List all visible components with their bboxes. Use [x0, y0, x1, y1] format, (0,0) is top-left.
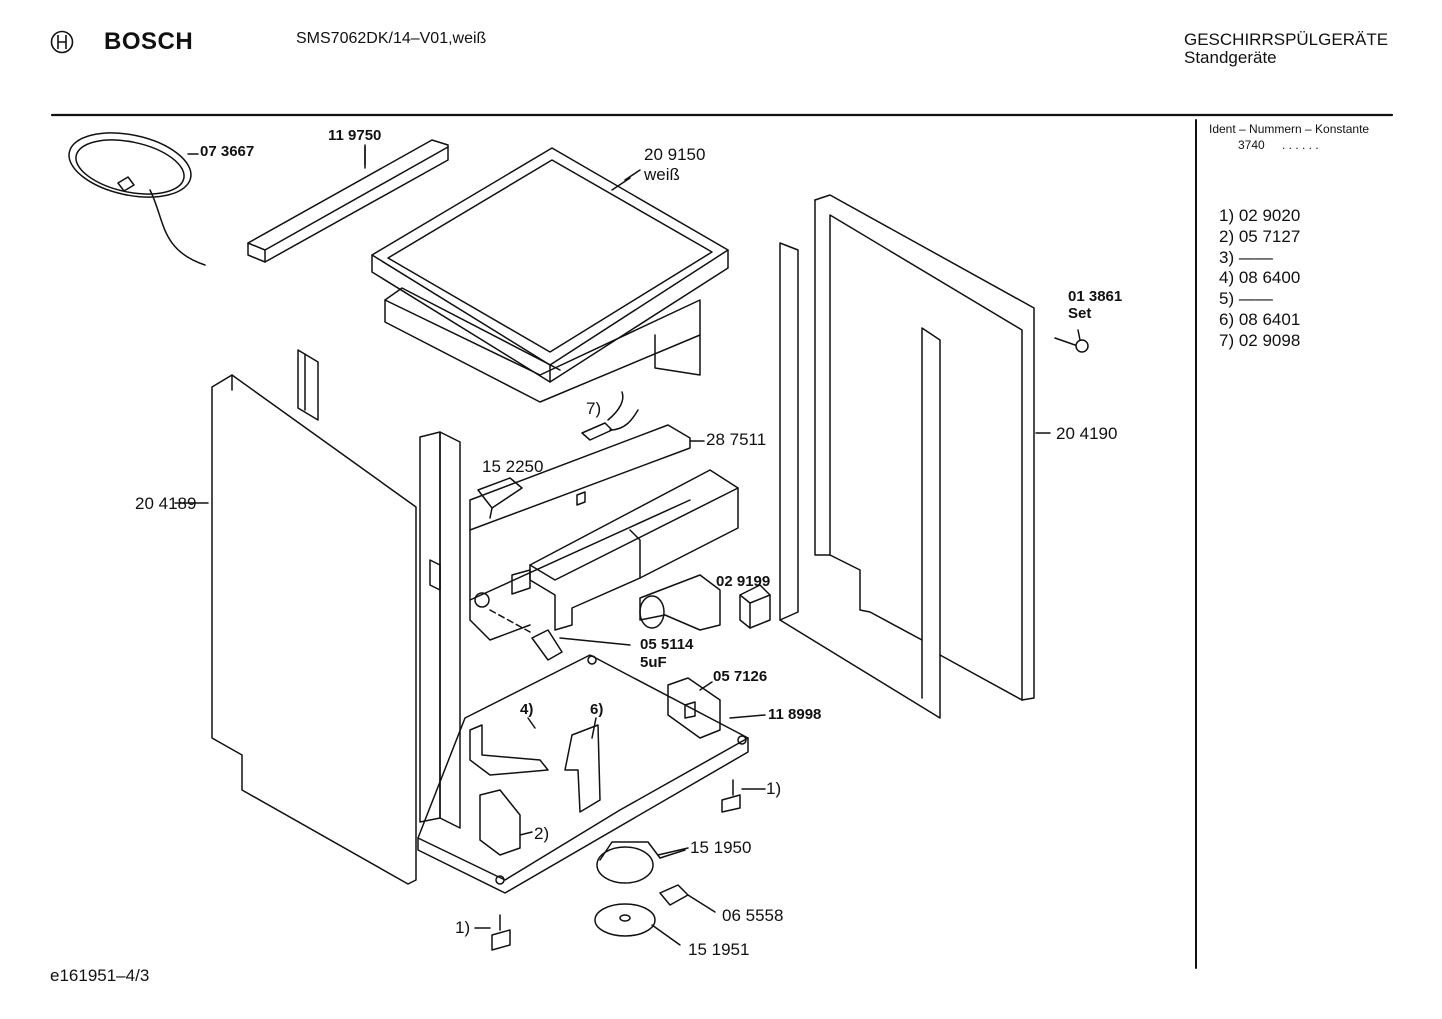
left-post-part — [298, 350, 460, 828]
part-set-label: Set — [1068, 305, 1092, 322]
base-plate-part — [418, 655, 748, 893]
legend-item: 6) 08 6401 — [1219, 309, 1301, 329]
category-subtitle: Standgeräte — [1184, 48, 1277, 67]
part-label: 05 5114 — [640, 636, 694, 653]
part-065558-part — [660, 885, 715, 912]
power-cord-part — [63, 123, 205, 265]
bracket-2-part — [480, 790, 532, 855]
part-label: 05 7126 — [713, 668, 768, 685]
pump-151950-part — [597, 842, 685, 883]
legend-list: 1) 02 9020 2) 05 7127 3) —— 4) 08 6400 5… — [1219, 206, 1300, 352]
part-label: 7) — [586, 399, 602, 418]
legend-item: 2) 05 7127 — [1219, 226, 1301, 246]
part-label: 1) — [455, 918, 471, 937]
right-frame-part — [780, 195, 1050, 718]
leader-line — [658, 848, 688, 855]
part-label: 15 1951 — [688, 940, 750, 959]
document-id: e161951–4/3 — [50, 966, 150, 985]
part-label: 11 8998 — [768, 706, 822, 723]
bracket-6-part — [565, 725, 600, 812]
legend-item: 5) —— — [1219, 289, 1273, 309]
brand-name: BOSCH — [104, 28, 194, 55]
legend-item: 7) 02 9098 — [1219, 330, 1301, 350]
part-cap-label: 5uF — [640, 654, 667, 671]
part-label: 20 4190 — [1056, 424, 1118, 443]
part-label: 28 7511 — [706, 430, 767, 449]
part-color-label: weiß — [644, 165, 680, 184]
part-label: 1) — [766, 779, 782, 798]
leader-line — [592, 718, 596, 738]
legend-item: 1) 02 9020 — [1219, 206, 1301, 225]
duct-part — [640, 575, 720, 630]
part-label: 07 3667 — [200, 143, 255, 160]
capacitor-055114-part — [490, 610, 630, 660]
part-label: 20 9150 — [644, 145, 706, 164]
legend-item: 4) 08 6400 — [1219, 268, 1301, 288]
switch-152250-part — [478, 478, 522, 518]
left-side-panel-part — [175, 375, 416, 884]
capacitor-7-part — [582, 392, 638, 440]
bosch-logo-icon — [50, 30, 74, 54]
part-label: 20 4189 — [135, 494, 197, 513]
model-number: SMS7062DK/14–V01,weiß — [296, 30, 487, 47]
worktop-board-part — [385, 288, 700, 402]
part-label: 6) — [590, 701, 604, 718]
ident-value: 3740 — [1238, 138, 1265, 152]
part-label: 15 1950 — [690, 838, 752, 857]
top-lid-part — [372, 148, 728, 382]
leader-line — [528, 718, 535, 728]
leader-line — [700, 682, 712, 690]
leader-line — [730, 715, 765, 718]
part-label: 4) — [520, 701, 534, 718]
category-title: GESCHIRRSPÜLGERÄTE — [1184, 30, 1389, 49]
control-frame-part — [470, 425, 690, 640]
part-label: 11 9750 — [328, 127, 382, 144]
bracket-057126-part — [668, 678, 720, 738]
part-label: 15 2250 — [482, 457, 544, 476]
ident-title: Ident – Nummern – Konstante — [1209, 122, 1370, 136]
relay-029199-part — [740, 585, 770, 628]
disc-151951-part — [595, 904, 680, 945]
insulation-box-part — [530, 470, 738, 630]
part-label: 01 3861 — [1068, 288, 1123, 305]
part-label: 02 9199 — [716, 573, 771, 590]
foot-right-part — [722, 780, 765, 812]
part-label: 06 5558 — [722, 906, 784, 925]
leader-line — [625, 170, 640, 180]
ident-dots: . . . . . . — [1282, 138, 1319, 152]
screw-set-part — [1055, 330, 1088, 352]
rail-part — [248, 140, 448, 262]
foot-left-part — [475, 915, 510, 950]
bracket-4-part — [470, 725, 548, 775]
legend-item: 3) —— — [1219, 247, 1273, 267]
part-label: 2) — [534, 824, 550, 843]
